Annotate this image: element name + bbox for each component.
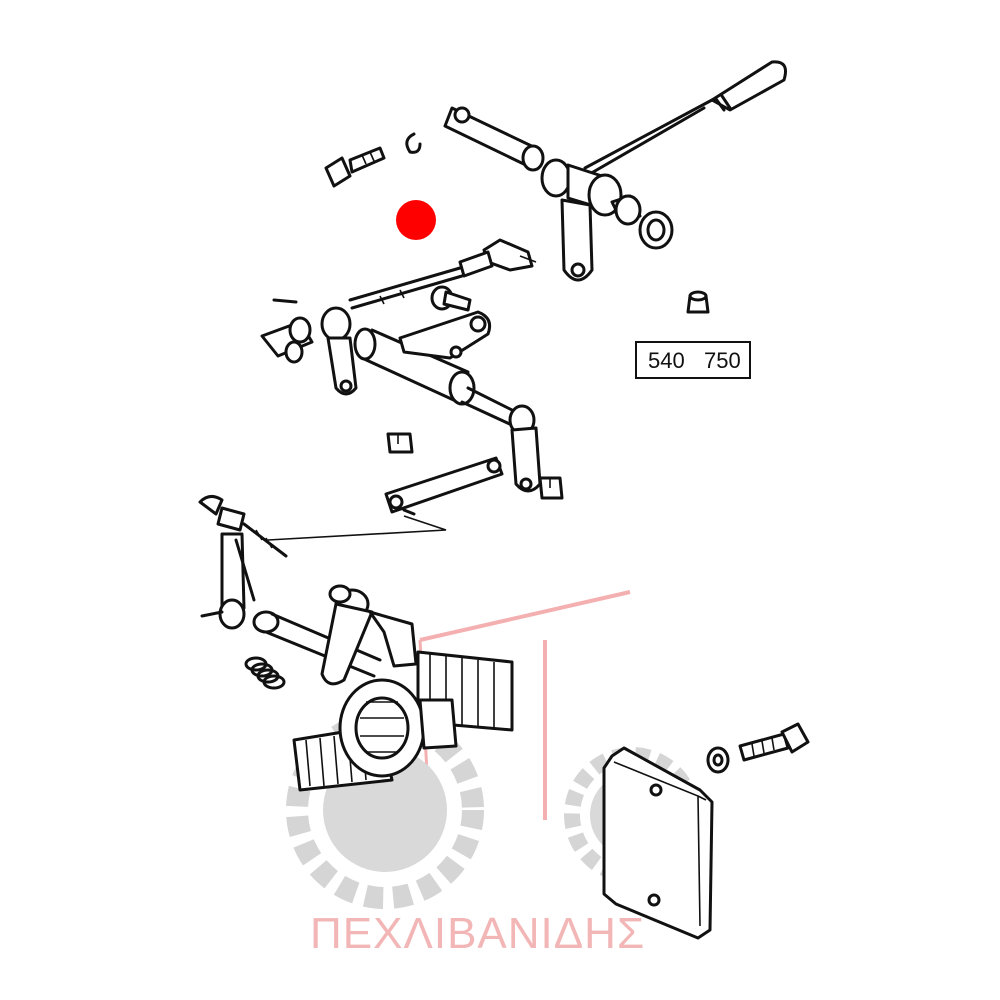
washer-lower [706, 746, 730, 774]
clip-left [386, 432, 414, 454]
circlip [405, 132, 422, 154]
shaft-arm-right [508, 404, 542, 493]
bushing [610, 194, 642, 226]
cover-plate [602, 746, 714, 940]
link-bar-top [443, 106, 545, 172]
part-marker [396, 200, 436, 240]
speed-label-540: 540 [648, 348, 685, 373]
shaft-arm-left [320, 306, 358, 396]
speed-label-750: 750 [704, 348, 741, 373]
watermark-text: ΠΕΧΛΙΒΑΝΙΔΗΣ [310, 909, 645, 958]
clip-right [538, 476, 564, 500]
lever-hub [540, 158, 623, 282]
cross-shaft [353, 327, 522, 428]
gear-cluster [292, 650, 514, 792]
lever-rod [583, 98, 714, 177]
control-rod [348, 266, 464, 310]
left-link [260, 316, 314, 364]
washer-right [638, 210, 674, 250]
speed-box: 540 750 [635, 341, 751, 379]
bolt-middle [430, 285, 472, 312]
bushing-small [686, 290, 710, 314]
detent-spring [244, 656, 286, 690]
rod-elbow [458, 238, 537, 278]
leader-line [267, 515, 447, 541]
shift-fork [200, 532, 256, 630]
shift-knob [198, 495, 288, 558]
selector-shaft [252, 610, 382, 678]
bolt-top [324, 146, 386, 188]
shaft-arm-upper [398, 310, 492, 360]
bolt-lower [738, 722, 810, 762]
link-bar-lower [384, 456, 504, 516]
lever-knob [710, 60, 787, 112]
shift-arm [320, 584, 418, 686]
split-pin [272, 298, 298, 304]
